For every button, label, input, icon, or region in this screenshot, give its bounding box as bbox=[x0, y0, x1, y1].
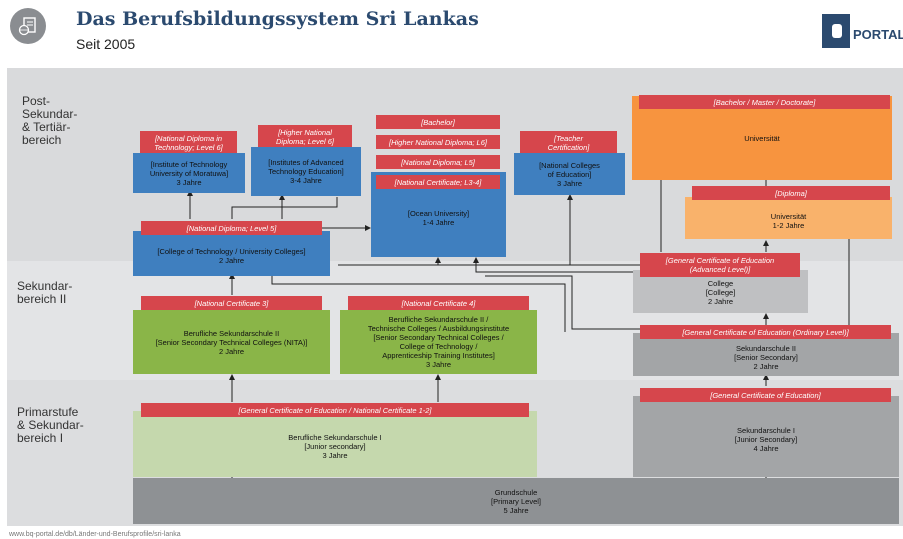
qual-diploma: [Diploma] bbox=[692, 186, 890, 200]
box-berufliche-sekundarschule-2-nita: Berufliche Sekundarschule II [Senior Sec… bbox=[133, 310, 330, 374]
qual-national-diploma-l5: [National Diploma; L5] bbox=[376, 155, 500, 169]
qual-bachelor-master-doctorate: [Bachelor / Master / Doctorate] bbox=[639, 95, 890, 109]
qual-higher-national-diploma-l6: [Higher National Diploma; Level 6] bbox=[258, 125, 352, 149]
qual-national-diploma-technology: [National Diploma in Technology; Level 6… bbox=[140, 131, 237, 155]
box-sekundarschule-1: Sekundarschule I [Junior Secondary] 4 Ja… bbox=[633, 396, 899, 477]
qual-gce-advanced-level: [General Certificate of Education (Advan… bbox=[640, 253, 800, 277]
page-title: Das Berufsbildungssystem Sri Lankas bbox=[76, 8, 479, 30]
line-gceo-cot bbox=[271, 276, 566, 332]
box-sekundarschule-2: Sekundarschule II [Senior Secondary] 2 J… bbox=[633, 333, 899, 376]
qual-gce-national-certificate-1-2: [General Certificate of Education / Nati… bbox=[141, 403, 529, 417]
line-gceo-ocean bbox=[485, 275, 640, 330]
band-label-tertiary: Post- Sekundar- & Tertiär- bereich bbox=[22, 94, 78, 147]
qual-national-certificate-4: [National Certificate 4] bbox=[348, 296, 529, 310]
box-universitaet-diploma: Universität 1-2 Jahre bbox=[685, 197, 892, 239]
qual-national-certificate-3: [National Certificate 3] bbox=[141, 296, 322, 310]
qual-teacher-certification: [Teacher Certification] bbox=[520, 131, 617, 155]
source-url: www.bq-portal.de/db/Länder-und-Berufspro… bbox=[9, 531, 181, 538]
qual-national-certificate-l3-4-label: [National Certificate; L3-4] bbox=[376, 175, 500, 189]
page-subtitle: Seit 2005 bbox=[76, 36, 136, 52]
band-label-primary: Primarstufe & Sekundar- bereich I bbox=[17, 405, 84, 445]
box-college-of-technology: [College of Technology / University Coll… bbox=[133, 231, 330, 276]
line-cot-itum-ate bbox=[231, 197, 338, 219]
qual-gce-ordinary-level: [General Certificate of Education (Ordin… bbox=[640, 325, 891, 339]
bq-portal-logo: PORTAL bbox=[822, 14, 903, 54]
box-college: College [College] 2 Jahre bbox=[633, 270, 808, 313]
qual-national-diploma-level5: [National Diploma; Level 5] bbox=[141, 221, 322, 235]
qual-gce: [General Certificate of Education] bbox=[640, 388, 891, 402]
box-institute-of-technology: [Institute of Technology University of M… bbox=[133, 153, 245, 193]
box-grundschule: Grundschule [Primary Level] 5 Jahre bbox=[133, 478, 899, 524]
box-berufliche-sekundarschule-2-technical: Berufliche Sekundarschule II / Technisch… bbox=[340, 310, 537, 374]
box-berufliche-sekundarschule-1: Berufliche Sekundarschule I [Junior seco… bbox=[133, 411, 537, 477]
band-label-secondary-2: Sekundar- bereich II bbox=[17, 279, 73, 306]
box-universitaet: Universität bbox=[632, 96, 892, 180]
logo-text: PORTAL bbox=[853, 27, 903, 42]
box-institutes-advanced-technology: [Institutes of Advanced Technology Educa… bbox=[251, 147, 361, 196]
book-globe-icon bbox=[10, 8, 46, 44]
bq-logo-mark bbox=[822, 14, 850, 48]
qual-higher-national-diploma: [Higher National Diploma; L6] bbox=[376, 135, 500, 149]
line-gcea-ocean bbox=[475, 265, 640, 273]
qual-bachelor: [Bachelor] bbox=[376, 115, 500, 129]
box-national-colleges-education: [National Colleges of Education] 3 Jahre bbox=[514, 153, 625, 195]
